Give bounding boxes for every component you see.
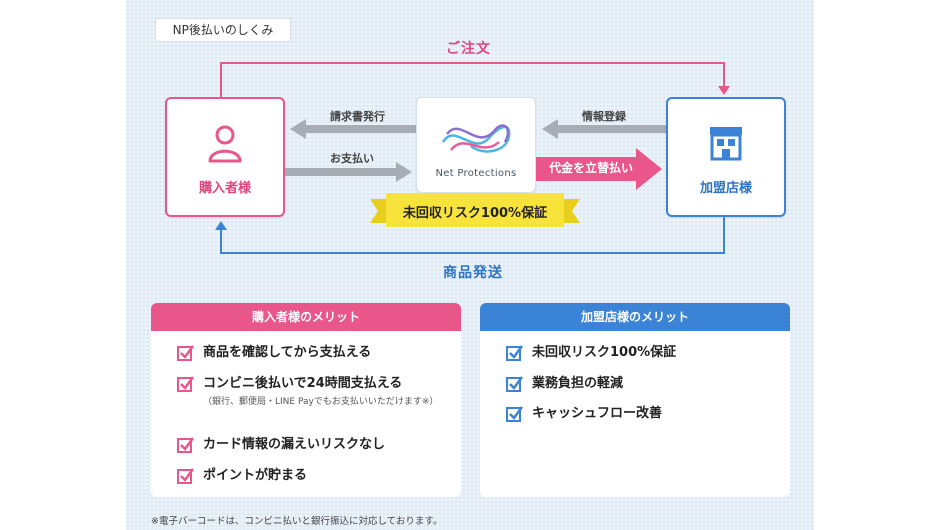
list-item: キャッシュフロー改善	[506, 405, 662, 422]
store-merits-title: 加盟店様のメリット	[480, 303, 790, 331]
buyer-merit-text: カード情報の漏えいリスクなし	[203, 437, 386, 452]
checkbox-checked-icon	[177, 345, 194, 361]
store-label: 加盟店様	[699, 181, 752, 196]
list-item: コンビニ後払いで24時間支払える	[177, 375, 402, 392]
invoice-label: 請求書発行	[330, 110, 385, 123]
store-icon	[710, 127, 742, 161]
checkbox-checked-icon	[177, 437, 194, 453]
guarantee-ribbon	[370, 193, 580, 227]
checkbox-checked-icon	[506, 406, 523, 422]
list-item: ポイントが貯まる	[177, 467, 307, 484]
guarantee-label: 未回収リスク100%保証	[402, 206, 548, 221]
buyer-merits-card: 購入者様のメリット 商品を確認してから支払える コンビニ後払いで24時間支払える…	[151, 303, 461, 497]
info-registration-label: 情報登録	[582, 110, 626, 123]
payment-label: お支払い	[330, 152, 374, 165]
list-item: カード情報の漏えいリスクなし	[177, 436, 385, 453]
checkbox-checked-icon	[506, 376, 523, 392]
buyer-label: 購入者様	[198, 181, 251, 196]
buyer-box: 購入者様	[165, 97, 285, 217]
shipping-label: 商品発送	[443, 265, 503, 281]
shipping-flow-line	[220, 217, 725, 254]
buyer-merits-title: 購入者様のメリット	[151, 303, 461, 331]
advance-payment-arrow	[536, 148, 662, 190]
footnote: ※電子バーコードは、コンビニ払いと銀行振込に対応しております。	[151, 516, 443, 527]
store-merit-text: キャッシュフロー改善	[532, 406, 663, 421]
store-merit-text: 未回収リスク100%保証	[532, 345, 677, 360]
net-protections-logo-icon	[441, 124, 511, 153]
buyer-merit-text: ポイントが貯まる	[203, 468, 308, 483]
person-icon	[208, 125, 242, 163]
store-merit-text: 業務負担の軽減	[532, 376, 624, 391]
advance-payment-label: 代金を立替払い	[548, 161, 633, 175]
shipping-flow-arrowhead	[215, 221, 227, 230]
list-item: 未回収リスク100%保証	[506, 344, 676, 361]
payment-arrow-head	[396, 162, 412, 182]
list-item: 業務負担の軽減	[506, 375, 623, 392]
checkbox-checked-icon	[177, 468, 194, 484]
invoice-arrow-head	[290, 119, 306, 139]
section-title-tab: NP後払いのしくみ	[155, 18, 291, 42]
info-registration-arrow-head	[542, 119, 558, 139]
store-box: 加盟店様	[666, 97, 786, 217]
checkbox-checked-icon	[177, 376, 194, 392]
order-flow-arrowhead	[718, 86, 730, 95]
buyer-merit-text: コンビニ後払いで24時間支払える	[203, 376, 403, 391]
info-registration-arrow-shaft	[556, 125, 666, 133]
payment-options-note: （銀行、郵便局・LINE Payでもお支払いいただけます※）	[203, 397, 439, 407]
order-flow-line	[220, 62, 725, 97]
invoice-arrow-shaft	[304, 125, 416, 133]
buyer-merit-text: 商品を確認してから支払える	[203, 345, 372, 360]
np-logo-text: Net Protections	[435, 168, 517, 179]
checkbox-checked-icon	[506, 345, 523, 361]
list-item: 商品を確認してから支払える	[177, 344, 371, 361]
np-company-box: Net Protections	[416, 97, 536, 193]
payment-arrow-shaft	[285, 168, 398, 176]
store-merits-card: 加盟店様のメリット 未回収リスク100%保証 業務負担の軽減 キャッシュフロー改…	[480, 303, 790, 497]
order-label: ご注文	[446, 41, 491, 57]
